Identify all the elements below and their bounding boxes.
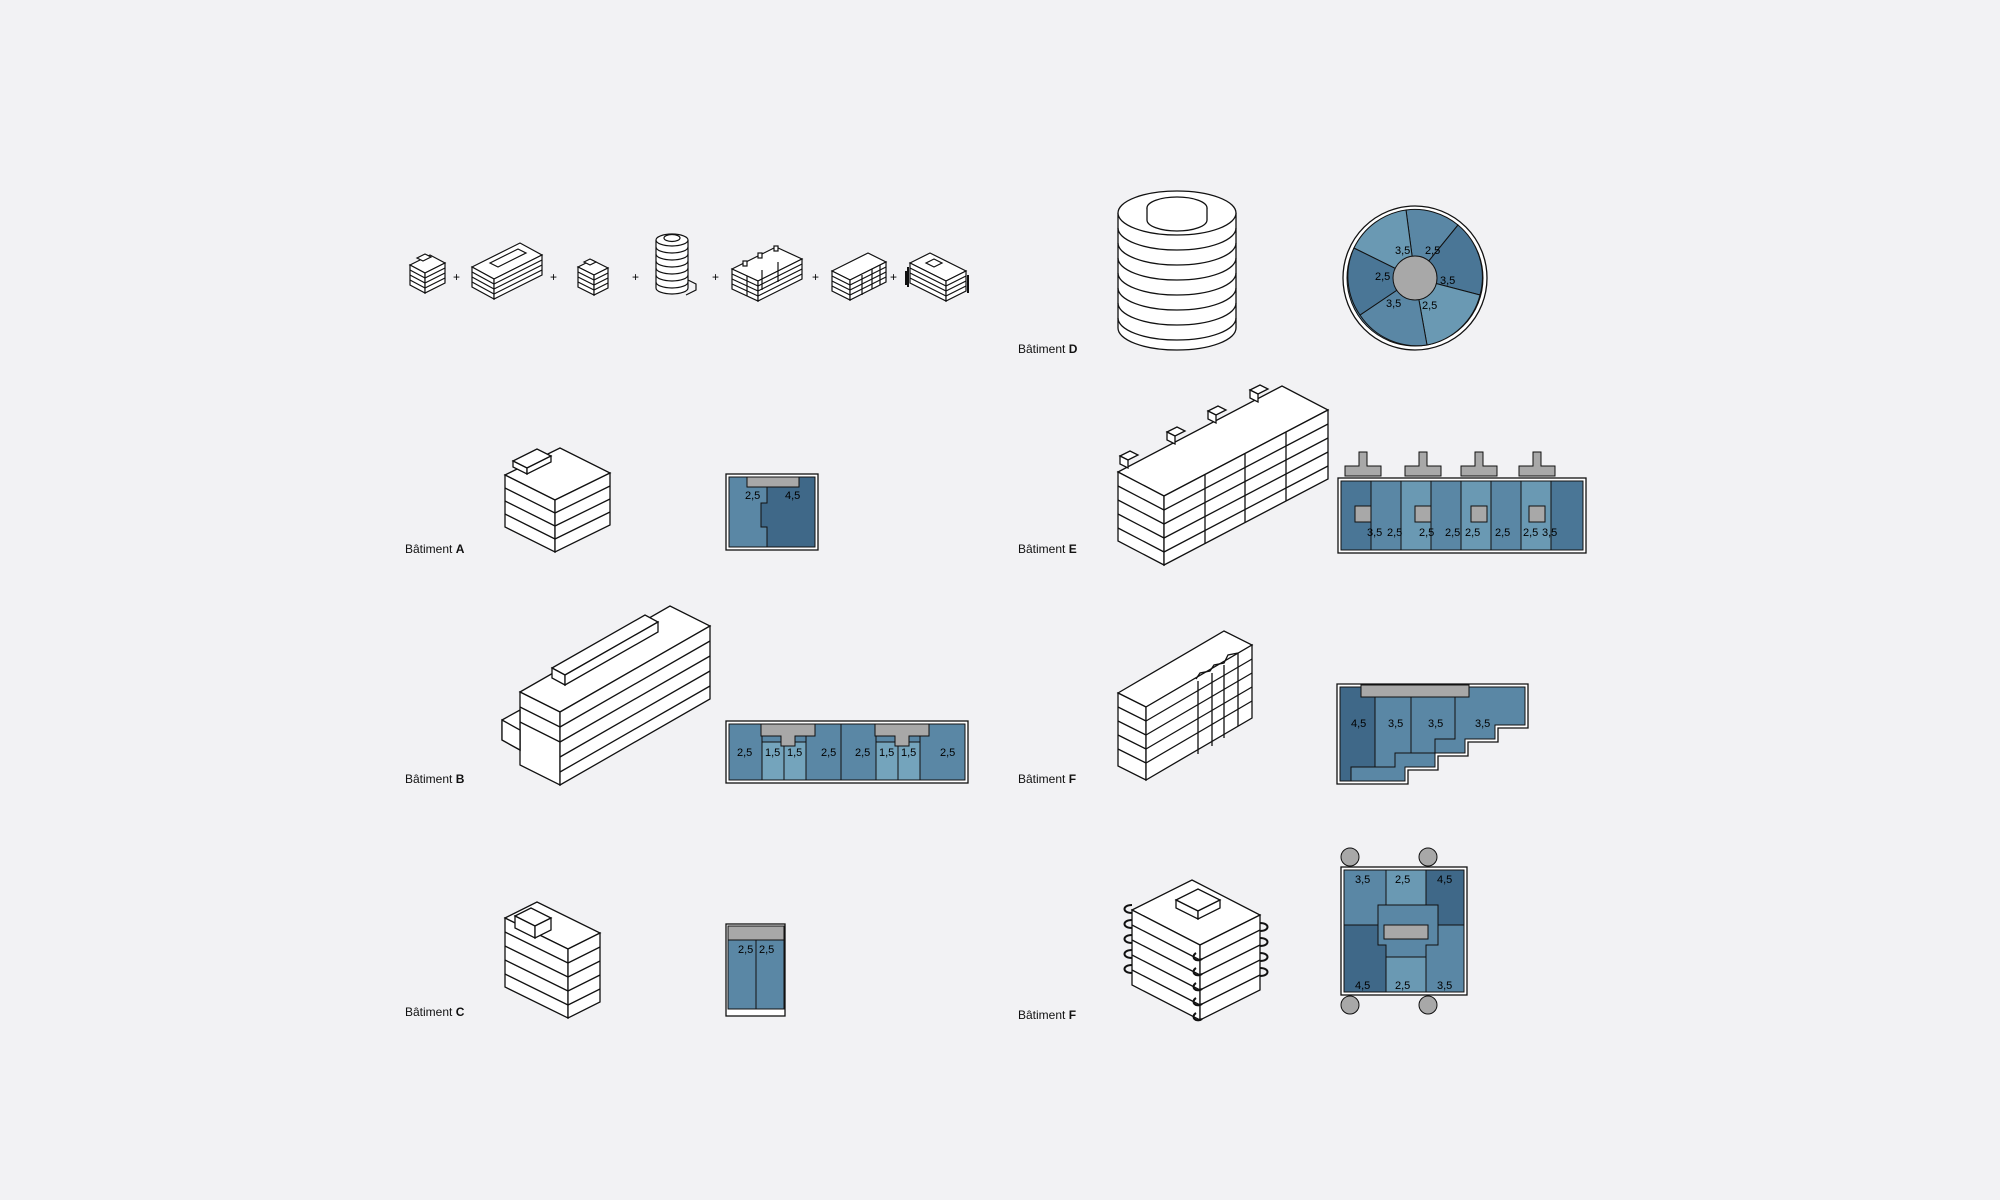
- building-word: Bâtiment: [1018, 1008, 1066, 1022]
- apartment-size-label: 2,5: [745, 490, 760, 502]
- apartment-size-label: 2,5: [737, 747, 752, 759]
- apartment-size-label: 2,5: [855, 747, 870, 759]
- building-letter: A: [455, 542, 465, 556]
- apartment-size-label: 3,5: [1386, 298, 1401, 310]
- sequence-icon-e: [730, 245, 804, 302]
- building-d-floorplan: 3,5 2,5 2,5 3,5 3,5 2,5: [1342, 205, 1488, 351]
- building-c-floorplan: 2,5 2,5: [725, 923, 786, 1017]
- apartment-size-label: 3,5: [1440, 275, 1455, 287]
- building-letter: F: [1068, 1008, 1077, 1022]
- building-word: Bâtiment: [1018, 542, 1066, 556]
- apartment-size-label: 2,5: [738, 944, 753, 956]
- apartment-size-label: 4,5: [1437, 874, 1452, 886]
- apartment-size-label: 3,5: [1437, 980, 1452, 992]
- building-label: Bâtiment F: [1018, 772, 1076, 786]
- building-letter: B: [455, 772, 465, 786]
- apartment-size-label: 1,5: [787, 747, 802, 759]
- building-e-floorplan: 3,5 2,5 2,5 2,5 2,5 2,5 2,5 3,5: [1337, 451, 1587, 554]
- building-label: Bâtiment A: [405, 542, 464, 556]
- building-c-axonometric: [503, 901, 602, 1020]
- apartment-size-label: 2,5: [759, 944, 774, 956]
- apartment-size-label: 3,5: [1542, 527, 1557, 539]
- plus-sign: +: [453, 270, 460, 284]
- building-f2-floorplan: 3,5 2,5 4,5 4,5 2,5 3,5: [1340, 847, 1468, 1015]
- building-label: Bâtiment B: [405, 772, 464, 786]
- plus-sign: +: [632, 270, 639, 284]
- apartment-size-label: 1,5: [901, 747, 916, 759]
- sequence-icon-a: [408, 253, 447, 294]
- apartment-size-label: 2,5: [1465, 527, 1480, 539]
- apartment-size-label: 1,5: [765, 747, 780, 759]
- building-b-floorplan: 2,5 1,5 1,5 2,5 2,5 1,5 1,5 2,5: [725, 720, 969, 784]
- plus-sign: +: [890, 270, 897, 284]
- sequence-icon-c: [576, 258, 610, 296]
- building-word: Bâtiment: [405, 772, 453, 786]
- building-b-axonometric: [501, 605, 712, 787]
- building-letter: D: [1068, 342, 1078, 356]
- building-label: Bâtiment F: [1018, 1008, 1076, 1022]
- building-a-floorplan: 2,5 4,5: [725, 473, 819, 551]
- building-letter: C: [455, 1005, 465, 1019]
- apartment-size-label: 1,5: [879, 747, 894, 759]
- apartment-size-label: 2,5: [1387, 527, 1402, 539]
- building-a-axonometric: [503, 447, 612, 554]
- building-e-axonometric: [1116, 384, 1330, 567]
- apartment-size-label: 2,5: [1445, 527, 1460, 539]
- apartment-size-label: 2,5: [1425, 245, 1440, 257]
- building-word: Bâtiment: [405, 542, 453, 556]
- sequence-icon-f: [830, 252, 888, 301]
- apartment-size-label: 4,5: [785, 490, 800, 502]
- apartment-size-label: 2,5: [1422, 300, 1437, 312]
- apartment-size-label: 4,5: [1351, 718, 1366, 730]
- apartment-size-label: 3,5: [1388, 718, 1403, 730]
- plus-sign: +: [712, 270, 719, 284]
- sequence-icon-f2: [905, 252, 969, 302]
- building-f2-axonometric: [1123, 879, 1269, 1022]
- building-letter: E: [1068, 542, 1077, 556]
- building-word: Bâtiment: [405, 1005, 453, 1019]
- apartment-size-label: 3,5: [1428, 718, 1443, 730]
- building-word: Bâtiment: [1018, 772, 1066, 786]
- plus-sign: +: [550, 270, 557, 284]
- building-label: Bâtiment D: [1018, 342, 1077, 356]
- building-f-floorplan: 4,5 3,5 3,5 3,5: [1336, 683, 1529, 785]
- building-d-axonometric: [1117, 190, 1237, 351]
- building-label: Bâtiment C: [405, 1005, 464, 1019]
- apartment-size-label: 3,5: [1395, 245, 1410, 257]
- apartment-size-label: 2,5: [1523, 527, 1538, 539]
- building-f-axonometric: [1116, 630, 1254, 782]
- apartment-size-label: 2,5: [1395, 980, 1410, 992]
- apartment-size-label: 2,5: [1375, 271, 1390, 283]
- apartment-size-label: 2,5: [1419, 527, 1434, 539]
- sequence-icon-b: [470, 242, 544, 301]
- building-label: Bâtiment E: [1018, 542, 1077, 556]
- apartment-size-label: 4,5: [1355, 980, 1370, 992]
- building-sequence-strip: + + + + +: [408, 233, 969, 302]
- sequence-icon-d: [655, 233, 697, 296]
- apartment-size-label: 2,5: [1495, 527, 1510, 539]
- building-word: Bâtiment: [1018, 342, 1066, 356]
- apartment-size-label: 3,5: [1475, 718, 1490, 730]
- apartment-size-label: 2,5: [821, 747, 836, 759]
- apartment-size-label: 3,5: [1367, 527, 1382, 539]
- plus-sign: +: [812, 270, 819, 284]
- apartment-size-label: 2,5: [1395, 874, 1410, 886]
- apartment-size-label: 2,5: [940, 747, 955, 759]
- building-letter: F: [1068, 772, 1077, 786]
- apartment-size-label: 3,5: [1355, 874, 1370, 886]
